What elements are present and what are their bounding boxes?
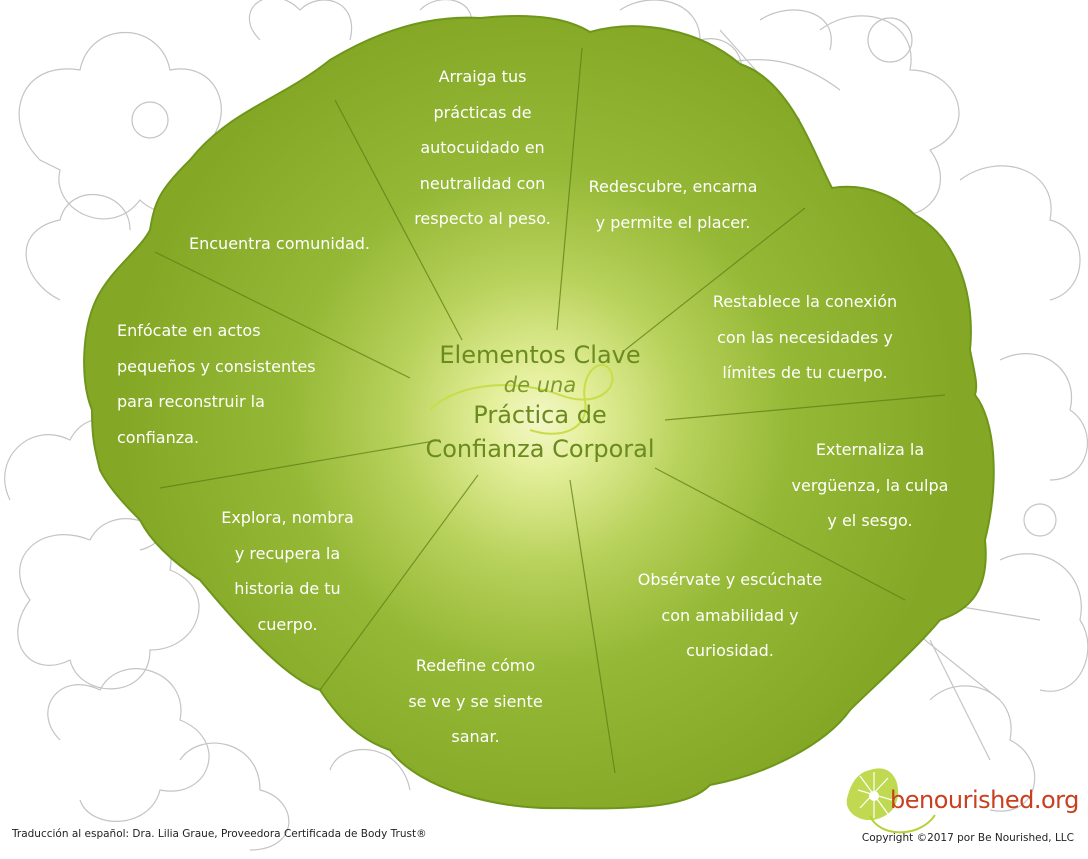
segment-line: con las necesidades y (717, 327, 893, 347)
title-swirl (429, 363, 614, 435)
segment-line: y recupera la (234, 543, 341, 563)
segment-line: y el sesgo. (827, 511, 913, 530)
segment-pleasure: Redescubre, encarna y permite el placer. (568, 169, 778, 240)
segment-line: respecto al peso. (414, 209, 551, 228)
title-line-4: Confianza Corporal (425, 435, 655, 463)
segment-line: sanar. (451, 727, 500, 746)
title-line-2: de una (503, 373, 577, 397)
segment-weight-neutral: Arraiga tus prácticas de autocuidado en … (395, 59, 570, 237)
segment-line: autocuidado en (420, 138, 545, 157)
segment-line: Explora, nombra (221, 508, 354, 527)
segment-line: cuerpo. (257, 614, 318, 634)
translation-credit: Traducción al español: Dra. Lilia Graue,… (12, 828, 427, 840)
segment-line: pequeños y consistentes (117, 356, 316, 376)
segment-line: curiosidad. (686, 641, 774, 660)
segment-line: Arraiga tus (438, 67, 527, 86)
segment-line: y permite el placer. (595, 212, 751, 232)
benourished-logo-icon (846, 768, 936, 834)
segment-line: Enfócate en actos (117, 321, 261, 340)
segment-body-history: Explora, nombra y recupera la historia d… (200, 500, 375, 642)
segment-line: historia de tu (234, 579, 341, 598)
center-title: Elementos Clave de una Práctica de Confi… (330, 338, 750, 466)
segment-dividers (154, 47, 946, 774)
title-line-3: Práctica de (473, 401, 607, 429)
segment-line: prácticas de (433, 102, 532, 122)
segment-line: confianza. (117, 427, 200, 447)
segment-line: neutralidad con (419, 173, 546, 193)
segment-line: Encuentra comunidad. (189, 234, 371, 253)
segment-line: vergüenza, la culpa (791, 475, 949, 495)
segment-observe-listen: Obsérvate y escúchate con amabilidad y c… (615, 562, 845, 669)
segment-body-needs: Restablece la conexión con las necesidad… (690, 284, 920, 391)
segment-externalize: Externaliza la vergüenza, la culpa y el … (770, 432, 970, 539)
segment-line: Redescubre, encarna (588, 177, 758, 196)
segment-line: Obsérvate y escúchate (637, 570, 823, 589)
segment-line: límites de tu cuerpo. (722, 363, 888, 382)
segment-line: se ve y se siente (408, 691, 543, 711)
segment-redefine-healing: Redefine cómo se ve y se siente sanar. (388, 648, 563, 755)
segment-line: con amabilidad y (661, 605, 799, 625)
title-line-1: Elementos Clave (439, 341, 641, 369)
segment-small-acts: Enfócate en actos pequeños y consistente… (117, 313, 357, 455)
segment-line: para reconstruir la (117, 392, 265, 411)
copyright-notice: Copyright ©2017 por Be Nourished, LLC (861, 832, 1074, 844)
brand-name: benourished.org (890, 786, 1079, 814)
segment-line: Redefine cómo (415, 656, 536, 675)
segment-line: Restablece la conexión (712, 292, 898, 311)
segment-line: Externaliza la (815, 440, 925, 459)
green-shape (83, 15, 995, 810)
segment-community: Encuentra comunidad. (189, 226, 419, 262)
